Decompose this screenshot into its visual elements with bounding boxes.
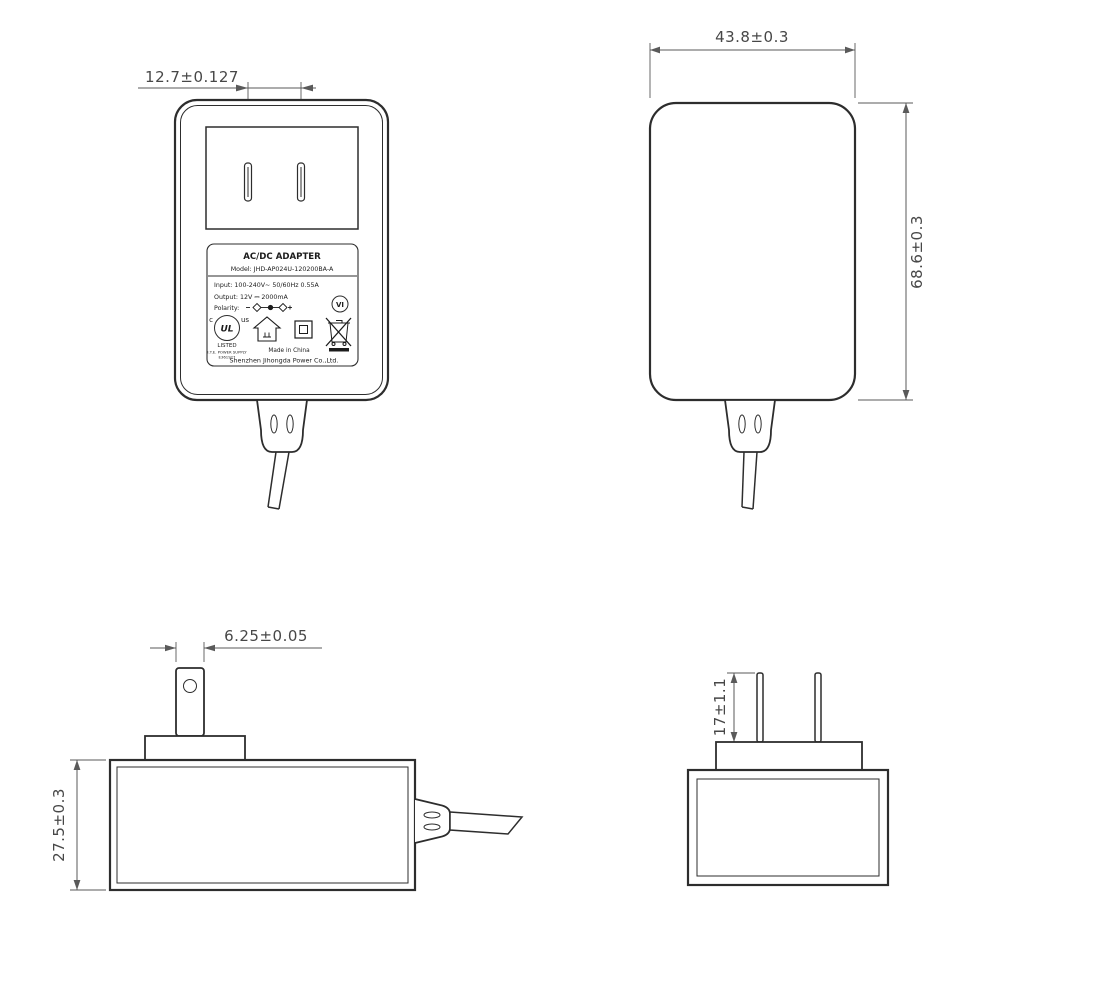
label-title: AC/DC ADAPTER bbox=[243, 252, 321, 262]
plug-prong-left bbox=[243, 162, 253, 202]
dimension-depth: 27.5±0.3 bbox=[50, 759, 106, 891]
company-text: Shenzhen Jihongda Power Co.,Ltd. bbox=[229, 357, 338, 365]
plug-prong-right-top bbox=[814, 672, 822, 743]
side-view: 6.25±0.05 27.5±0.3 bbox=[50, 627, 524, 892]
svg-text:UL: UL bbox=[220, 325, 233, 335]
dimension-width: 43.8±0.3 bbox=[649, 28, 856, 98]
back-view: 43.8±0.3 68.6±0.3 bbox=[648, 28, 926, 510]
ul-listed-text: LISTED bbox=[217, 343, 236, 349]
dimension-blade: 6.25±0.05 bbox=[150, 627, 322, 662]
dim-blade-text: 6.25±0.05 bbox=[224, 627, 308, 645]
adapter-body-top bbox=[686, 768, 890, 887]
cable-front bbox=[267, 451, 290, 510]
dim-prong-length-text: 17±1.1 bbox=[711, 678, 729, 737]
label-input: Input: 100-240V~ 50/60Hz 0.55A bbox=[214, 282, 320, 289]
svg-text:VI: VI bbox=[336, 301, 344, 309]
made-in-text: Made in China bbox=[268, 348, 310, 354]
ul-us-text: us bbox=[241, 316, 249, 324]
dimension-height: 68.6±0.3 bbox=[858, 102, 926, 401]
label-polarity: Polarity: bbox=[214, 305, 239, 312]
adapter-body-back bbox=[648, 101, 857, 402]
strain-relief-front bbox=[255, 399, 309, 453]
dim-depth-text: 27.5±0.3 bbox=[50, 788, 68, 862]
prong-recess bbox=[205, 126, 359, 230]
dim-prong-spacing-text: 12.7±0.127 bbox=[145, 68, 239, 86]
efficiency-vi-icon: VI bbox=[331, 295, 349, 313]
adapter-body-side-inner-line bbox=[116, 766, 409, 884]
class-ii-icon bbox=[294, 320, 313, 339]
adapter-body-inner-line bbox=[180, 105, 383, 395]
ul-ite-text: I.T.E. POWER SUPPLY bbox=[207, 350, 247, 355]
plug-pedestal-side bbox=[144, 735, 246, 761]
indoor-use-house-icon bbox=[252, 316, 282, 342]
plug-blade-side bbox=[175, 667, 205, 737]
label-model: Model: JHD-AP024U-120200BA-A bbox=[231, 266, 334, 273]
strain-relief-side bbox=[414, 798, 451, 844]
ul-icon: UL c us LISTED I.T.E. POWER SUPPLY E3619… bbox=[207, 315, 249, 360]
plug-prong-right bbox=[296, 162, 306, 202]
dimension-prong-length: 17±1.1 bbox=[711, 672, 755, 743]
polarity-symbol-icon bbox=[246, 302, 292, 313]
cable-back bbox=[741, 451, 758, 510]
dim-width-text: 43.8±0.3 bbox=[715, 28, 789, 46]
rating-label: AC/DC ADAPTER Model: JHD-AP024U-120200BA… bbox=[206, 243, 359, 367]
adapter-body-top-inner-line bbox=[696, 778, 880, 877]
top-view: 17±1.1 bbox=[686, 672, 890, 887]
ul-file-number: E361927 bbox=[219, 355, 236, 360]
plug-prong-left-top bbox=[756, 672, 764, 743]
adapter-body-side bbox=[108, 758, 417, 892]
dim-height-text: 68.6±0.3 bbox=[908, 215, 926, 289]
weee-bin-icon bbox=[325, 317, 352, 352]
strain-relief-back bbox=[723, 399, 777, 453]
ul-c-text: c bbox=[209, 316, 213, 324]
label-output: Output: 12V ⎓ 2000mA bbox=[214, 294, 289, 301]
cable-side bbox=[449, 811, 524, 835]
plug-pedestal-top bbox=[715, 741, 863, 771]
front-view: 12.7±0.127 AC/DC ADAPTER Model: JHD-AP02… bbox=[138, 68, 390, 510]
